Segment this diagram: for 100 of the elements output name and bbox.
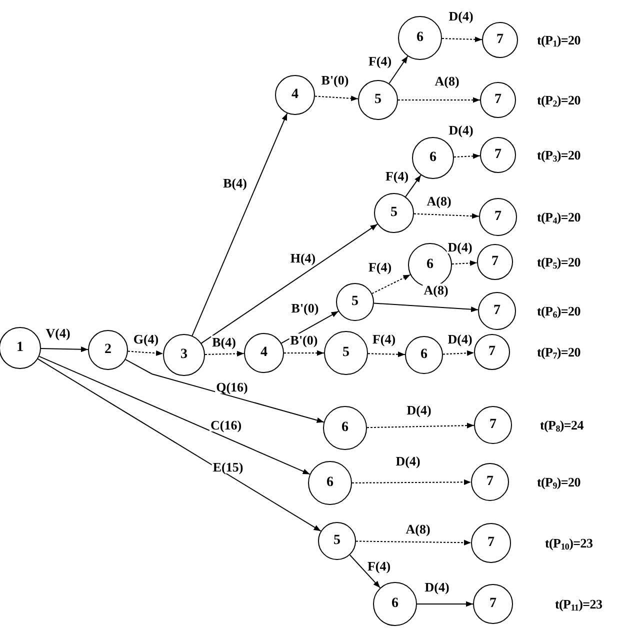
activity-label: D(4) <box>394 454 422 468</box>
path-duration-label: t(P$_{1}$)=20 <box>537 34 580 46</box>
event-circle <box>323 406 367 450</box>
activity-label: B(4) <box>211 336 237 348</box>
activity-label: A(8) <box>404 522 432 536</box>
activity-label: B(4) <box>222 176 248 190</box>
event-number: 6 <box>430 151 436 165</box>
activity-arrow <box>368 352 406 358</box>
activity-arrow <box>349 554 381 588</box>
activity-arrow <box>200 224 378 344</box>
event-number: 7 <box>496 33 504 47</box>
event-circle <box>471 523 511 563</box>
path-duration-label: t(P$_{4}$)=20 <box>537 210 580 224</box>
event-number: 6 <box>426 258 434 272</box>
event-circle <box>374 193 414 233</box>
activity-label: A(8) <box>434 74 460 88</box>
event-number: 5 <box>342 346 350 360</box>
event-circle <box>474 406 512 444</box>
activity-arrow <box>416 601 474 607</box>
activity-arrow <box>128 350 164 356</box>
activity-label: D(4) <box>448 10 474 22</box>
event-circle <box>473 584 513 624</box>
activity-arrow <box>388 56 408 84</box>
event-number: 7 <box>494 148 502 162</box>
activity-arrow <box>280 310 339 344</box>
activity-label: C(16) <box>209 418 243 432</box>
event-circle <box>244 333 284 373</box>
activity-label: F(4) <box>367 54 393 68</box>
event-circle <box>308 461 352 505</box>
event-number: 6 <box>326 476 334 490</box>
event-number: 7 <box>494 304 500 318</box>
event-circle <box>88 330 128 370</box>
event-circle <box>477 244 513 280</box>
activity-label: B'(0) <box>320 74 350 86</box>
event-number: 6 <box>416 31 424 45</box>
event-number: 5 <box>374 93 382 107</box>
event-circle <box>373 582 417 626</box>
activity-label: B'(0) <box>289 334 319 346</box>
activity-arrow <box>314 96 358 102</box>
activity-label: G(4) <box>132 332 160 346</box>
activity-arrow <box>352 479 472 485</box>
event-circle <box>480 82 516 118</box>
activity-arrow <box>366 422 474 428</box>
event-number: 5 <box>334 534 340 548</box>
activity-arrow <box>40 346 88 352</box>
event-number: 7 <box>494 93 502 107</box>
path-duration-label: t(P$_{8}$)=24 <box>540 418 584 432</box>
activity-arrow <box>442 36 482 42</box>
event-circle <box>318 522 356 560</box>
event-circle <box>478 292 516 330</box>
event-circle <box>471 463 509 501</box>
path-duration-label: t(P$_{6}$)=20 <box>537 304 580 318</box>
event-circle <box>474 334 510 370</box>
activity-label: H(4) <box>289 252 317 264</box>
activity-label: D(4) <box>446 240 474 254</box>
activity-arrow <box>405 174 422 198</box>
activity-arrow <box>442 350 474 356</box>
path-duration-label: t(P$_{3}$)=20 <box>537 148 580 162</box>
activity-arrow <box>204 350 244 356</box>
event-circle <box>405 336 443 374</box>
event-circle <box>163 334 205 376</box>
event-circle <box>412 137 454 179</box>
event-number: 6 <box>392 597 398 611</box>
event-number: 7 <box>492 255 498 269</box>
event-number: 4 <box>292 88 298 102</box>
activity-label: F(4) <box>384 170 410 182</box>
activity-arrow <box>454 153 480 159</box>
event-number: 3 <box>180 348 188 362</box>
activity-arrow <box>284 350 324 356</box>
event-number: 7 <box>488 345 496 359</box>
activity-label: D(4) <box>406 404 432 416</box>
activity-label: D(4) <box>424 580 450 594</box>
activity-arrow <box>374 302 478 312</box>
path-duration-label: t(P$_{11}$)=23 <box>555 598 602 610</box>
event-number: 7 <box>490 597 496 611</box>
event-circle <box>479 198 517 236</box>
activity-arrow <box>398 97 480 103</box>
path-duration-label: t(P$_{2}$)=20 <box>537 94 580 106</box>
activity-arrow <box>192 112 288 336</box>
activity-label: D(4) <box>448 124 474 136</box>
activity-label: F(4) <box>367 260 393 274</box>
activity-arrow <box>38 356 310 475</box>
event-number: 6 <box>420 348 428 362</box>
event-circle <box>324 331 368 375</box>
activity-arrow <box>125 359 324 423</box>
path-duration-label: t(P$_{7}$)=20 <box>537 346 580 358</box>
activity-arrow <box>37 358 322 532</box>
activity-label: F(4) <box>366 560 392 572</box>
activity-arrow <box>356 540 472 546</box>
event-circle <box>0 327 41 369</box>
event-number: 5 <box>390 206 398 220</box>
event-number: 1 <box>16 341 24 355</box>
activity-label: Q(16) <box>215 380 249 394</box>
path-duration-label: t(P$_{5}$)=20 <box>537 256 580 268</box>
event-circle <box>398 16 442 60</box>
activity-arrow <box>452 260 478 266</box>
event-number: 7 <box>490 418 496 432</box>
activity-label: A(8) <box>422 284 450 296</box>
activity-label: E(15) <box>212 460 244 474</box>
activity-arrow <box>414 213 480 219</box>
